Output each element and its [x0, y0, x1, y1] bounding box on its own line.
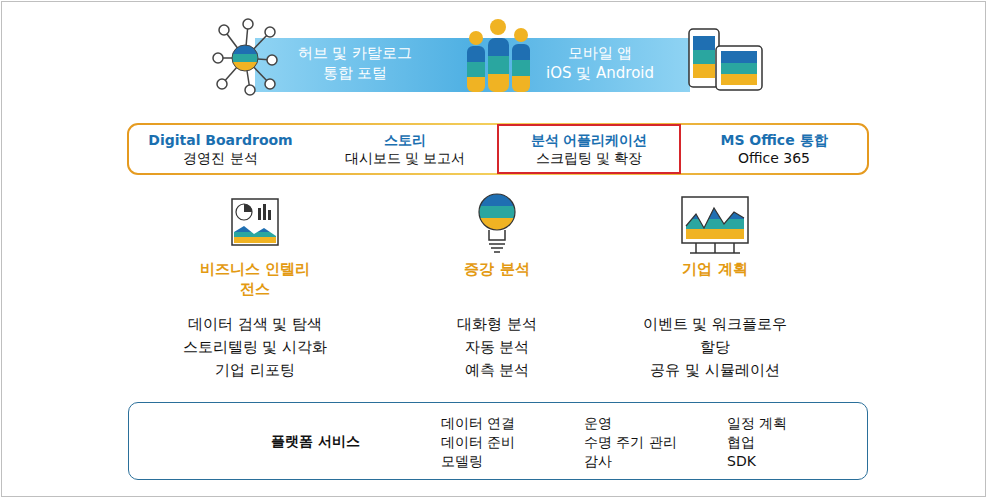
heading-text: 허브 및 카탈로그	[298, 44, 413, 64]
pillar-heading: 기업 계획	[635, 259, 795, 279]
portal-band: 허브 및 카탈로그통합 포털 모바일 앱iOS 및 Android	[255, 38, 690, 92]
body-text: 일정 계획	[727, 414, 787, 432]
pillar-item: 기업 리포팅	[155, 361, 355, 381]
pillar-item: 대화형 분석	[417, 315, 577, 335]
heading-text: 분석 어플리케이션	[531, 131, 648, 149]
body-text: 수명 주기 관리	[584, 433, 677, 451]
heading-text: Digital Boardroom	[148, 131, 292, 149]
body-text: 경영진 분석	[183, 149, 257, 167]
pillar-heading: 비즈니스 인텔리전스	[195, 259, 315, 300]
body-text: Office 365	[738, 149, 810, 167]
body-text: 모바일 앱	[568, 44, 633, 64]
body-text: 모델링	[441, 452, 483, 470]
body-text: 데이터 준비	[441, 433, 515, 451]
pillar-item: 공유 및 시뮬레이션	[605, 361, 825, 381]
platform-box: 플랫폼 서비스 데이터 연결데이터 준비모델링 운영수명 주기 관리감사 일정 계획협…	[128, 402, 868, 480]
heading-text: 플랫폼 서비스	[271, 432, 360, 450]
pillar-item: 데이터 검색 및 탐색	[155, 315, 355, 335]
body-text: 운영	[584, 414, 612, 432]
pillar-item: 예측 분석	[417, 361, 577, 381]
heading-text: 스토리	[384, 131, 426, 149]
pillar-item: 자동 분석	[417, 338, 577, 358]
body-text: 데이터 연결	[441, 414, 515, 432]
feature-box: MS Office 통합Office 365	[685, 126, 863, 172]
body-text: 감사	[584, 452, 612, 470]
pillar-item: 스토리텔링 및 시각화	[155, 338, 355, 358]
pillar-item: 이벤트 및 워크플로우	[605, 315, 825, 335]
feature-box: 스토리대시보드 및 보고서	[315, 126, 495, 172]
pillar-heading: 증강 분석	[417, 259, 577, 279]
body-text: iOS 및 Android	[546, 64, 654, 84]
feature-box: Digital Boardroom경영진 분석	[133, 126, 308, 172]
feature-box: 분석 어플리케이션스크립팅 및 확장	[497, 124, 681, 174]
pillar-item: 할당	[605, 338, 825, 358]
body-text: SDK	[727, 452, 756, 470]
body-text: 대시보드 및 보고서	[345, 149, 466, 167]
heading-text: MS Office 통합	[720, 131, 827, 149]
body-text: 스크립팅 및 확장	[536, 149, 643, 167]
body-text: 통합 포털	[323, 64, 388, 84]
body-text: 협업	[727, 433, 755, 451]
